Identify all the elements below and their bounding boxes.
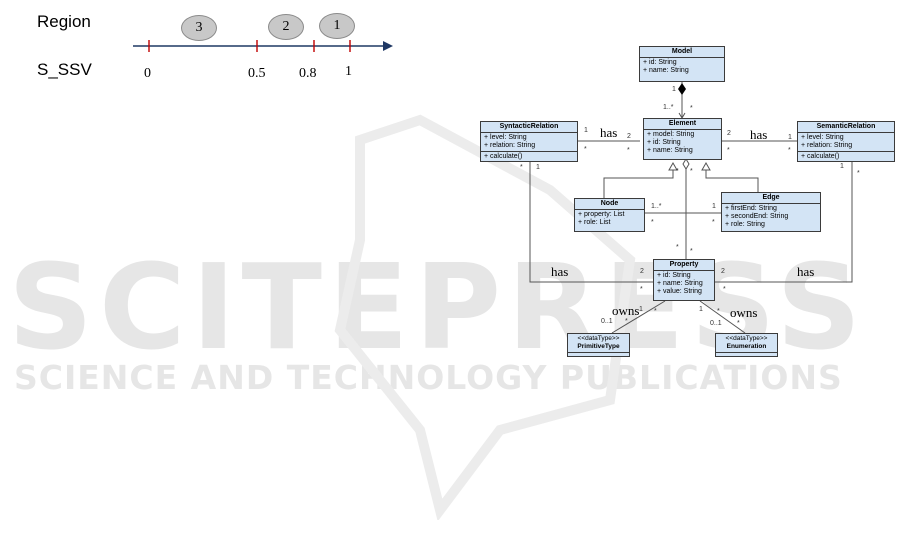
mult-property-left-star: *: [640, 286, 643, 293]
class-name: Enumeration: [726, 343, 767, 350]
uml-class-primitive-type: <<dataType>> PrimitiveType: [567, 333, 630, 357]
class-attr: + firstEnd: String: [725, 205, 777, 212]
region-3-bubble: 3: [181, 15, 217, 41]
mult-property-left-2: 2: [640, 268, 644, 275]
ssv-label: S_SSV: [37, 60, 92, 79]
uml-class-model: Model + id: String + name: String: [639, 46, 725, 82]
mult-primitive-star: *: [625, 318, 628, 325]
class-attr: + id: String: [647, 139, 681, 146]
mult-syntactic-bottom-1: 1: [536, 164, 540, 171]
class-op: + calculate(): [484, 153, 523, 160]
mult-element-right-2: 2: [727, 130, 731, 137]
tick-0-8: 0.8: [299, 66, 317, 81]
tick-1: 1: [345, 64, 352, 79]
mult-property-right-star: *: [723, 286, 726, 293]
owns-label-enumeration: owns: [730, 305, 758, 320]
mult-element-right-star: *: [727, 147, 730, 154]
class-attr: + level: String: [484, 134, 527, 141]
mult-node-star: *: [651, 219, 654, 226]
has-label-element-semantic: has: [750, 127, 768, 142]
mult-element-bottom-star-a: *: [676, 168, 679, 175]
class-name: Node: [575, 199, 644, 210]
uml-class-semantic-relation: SemanticRelation + level: String + relat…: [797, 121, 895, 162]
uml-class-enumeration: <<dataType>> Enumeration: [715, 333, 778, 357]
mult-element-left-2: 2: [627, 133, 631, 140]
watermark-outline: [334, 114, 636, 520]
mult-syntactic-bottom-star: *: [520, 164, 523, 171]
uml-class-node: Node + property: List + role: List: [574, 198, 645, 232]
mult-enum-star: *: [737, 320, 740, 327]
class-name: Edge: [722, 193, 820, 204]
mult-property-owns-starb: *: [717, 308, 720, 315]
mult-edge-1: 1: [712, 203, 716, 210]
mult-property-top-star-a: *: [676, 244, 679, 251]
class-name: Property: [654, 260, 714, 271]
uml-class-edge: Edge + firstEnd: String + secondEnd: Str…: [721, 192, 821, 232]
class-attr: + id: String: [657, 272, 691, 279]
mult-semantic-star: *: [788, 147, 791, 154]
class-name: SemanticRelation: [798, 122, 894, 133]
mult-semantic-bottom-1: 1: [840, 163, 844, 170]
mult-primitive-01: 0..1: [601, 318, 613, 325]
class-attr: + relation: String: [801, 142, 853, 149]
class-attr: + model: String: [647, 131, 695, 138]
class-attr: + id: String: [643, 59, 677, 66]
region-1-bubble: 1: [319, 13, 355, 39]
mult-syntactic-star: *: [584, 146, 587, 153]
region-label: Region: [37, 12, 91, 31]
class-attr: + name: String: [657, 280, 703, 287]
mult-element-left-star: *: [627, 147, 630, 154]
mult-property-top-star-b: *: [690, 248, 693, 255]
class-attr: + role: List: [578, 219, 611, 226]
mult-model-1: 1: [672, 86, 676, 93]
class-name: Model: [640, 47, 724, 58]
mult-element-top-star: *: [690, 105, 693, 112]
tick-0: 0: [144, 66, 151, 81]
class-attr: + property: List: [578, 211, 625, 218]
class-attr: + name: String: [643, 67, 689, 74]
class-attr: + level: String: [801, 134, 844, 141]
mult-property-right-2: 2: [721, 268, 725, 275]
class-attr: + name: String: [647, 147, 693, 154]
ssv-axis: [133, 40, 393, 52]
uml-class-element: Element + model: String + id: String + n…: [643, 118, 722, 160]
uml-class-syntactic-relation: SyntacticRelation + level: String + rela…: [480, 121, 578, 162]
mult-semantic-1: 1: [788, 134, 792, 141]
region-2-bubble: 2: [268, 14, 304, 40]
uml-class-property: Property + id: String + name: String + v…: [653, 259, 715, 301]
owns-label-primitive: owns: [612, 303, 640, 318]
class-stereotype: <<dataType>>: [725, 335, 768, 342]
tick-0-5: 0.5: [248, 66, 266, 81]
mult-element-1n: 1..*: [663, 104, 674, 111]
mult-edge-star: *: [712, 219, 715, 226]
class-attr: + secondEnd: String: [725, 213, 789, 220]
mult-property-owns-1b: 1: [699, 306, 703, 313]
class-name: Element: [644, 119, 721, 130]
mult-syntactic-1: 1: [584, 127, 588, 134]
mult-semantic-bottom-star: *: [857, 170, 860, 177]
mult-property-owns-1a: 1: [639, 306, 643, 313]
has-label-syntactic-element: has: [600, 125, 618, 140]
mult-enum-01: 0..1: [710, 320, 722, 327]
has-label-syntactic-property: has: [551, 264, 569, 279]
mult-element-bottom-star-b: *: [690, 168, 693, 175]
class-attr: + value: String: [657, 288, 702, 295]
class-stereotype: <<dataType>>: [577, 335, 620, 342]
class-attr: + role: String: [725, 221, 765, 228]
class-name: SyntacticRelation: [481, 122, 577, 133]
class-name: PrimitiveType: [577, 343, 620, 350]
class-attr: + relation: String: [484, 142, 536, 149]
has-label-semantic-property: has: [797, 264, 815, 279]
class-op: + calculate(): [801, 153, 840, 160]
mult-node-1n: 1..*: [651, 203, 662, 210]
watermark-small: SCIENCE AND TECHNOLOGY PUBLICATIONS: [14, 358, 843, 397]
mult-property-owns-stara: *: [654, 308, 657, 315]
